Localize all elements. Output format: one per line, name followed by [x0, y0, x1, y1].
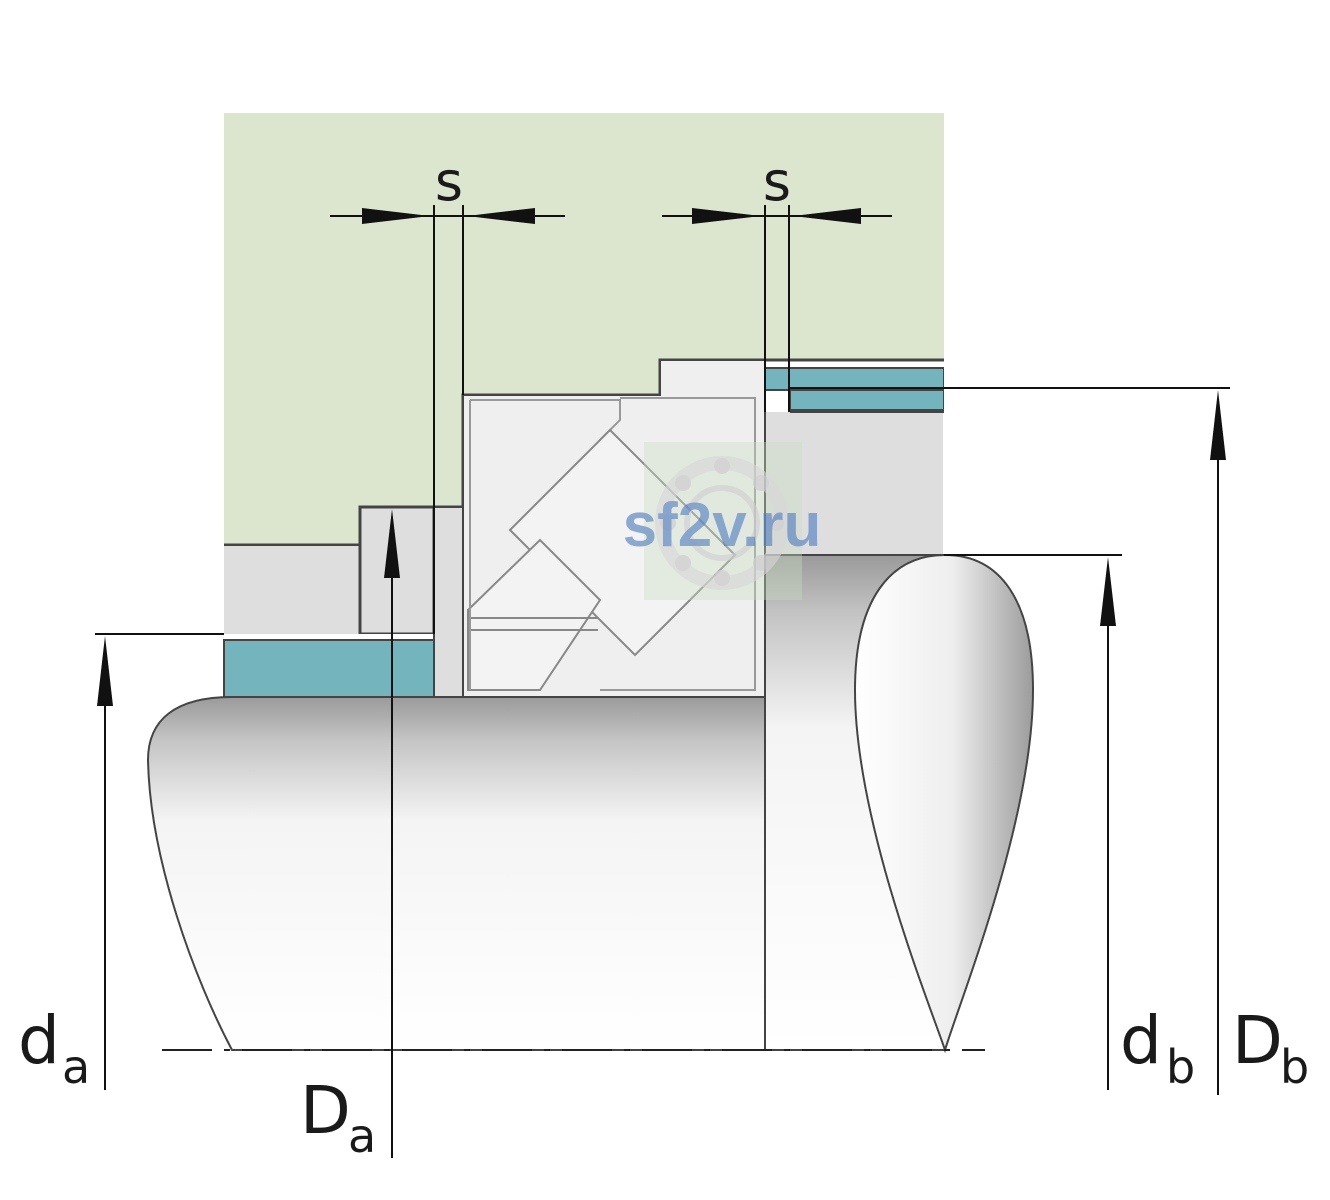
Db-dimension-arrow [1210, 390, 1226, 1095]
svg-text:D: D [1232, 1002, 1283, 1079]
Da-label: D a [300, 1072, 376, 1163]
db-dimension-arrow [1100, 557, 1116, 1090]
shaft-collar [765, 412, 943, 555]
housing [224, 113, 944, 547]
housing-body [224, 113, 944, 360]
inner-spacer [223, 639, 435, 698]
shaft [146, 553, 1035, 1054]
da-dimension-arrow [97, 636, 113, 1090]
watermark-text: sf2v.ru [623, 491, 822, 560]
s-label-right: s [763, 150, 791, 213]
db-label: d b [1120, 1002, 1195, 1094]
svg-text:a: a [348, 1109, 376, 1163]
Db-label: D b [1232, 1002, 1309, 1094]
svg-text:d: d [18, 1002, 60, 1079]
svg-text:b: b [1166, 1040, 1195, 1094]
left-shoulder [223, 505, 436, 698]
s-label-left: s [435, 150, 463, 213]
svg-text:b: b [1280, 1040, 1309, 1094]
svg-text:D: D [300, 1072, 351, 1149]
housing-step [224, 360, 660, 545]
s-dimension-left [330, 205, 565, 634]
s-dimension-right [662, 205, 892, 412]
svg-text:d: d [1120, 1002, 1162, 1079]
da-label: d a [18, 1002, 90, 1094]
Da-dimension-arrow [384, 509, 400, 1158]
shaft-body [146, 696, 766, 1051]
watermark: sf2v.ru [623, 442, 822, 600]
svg-text:a: a [62, 1040, 90, 1094]
